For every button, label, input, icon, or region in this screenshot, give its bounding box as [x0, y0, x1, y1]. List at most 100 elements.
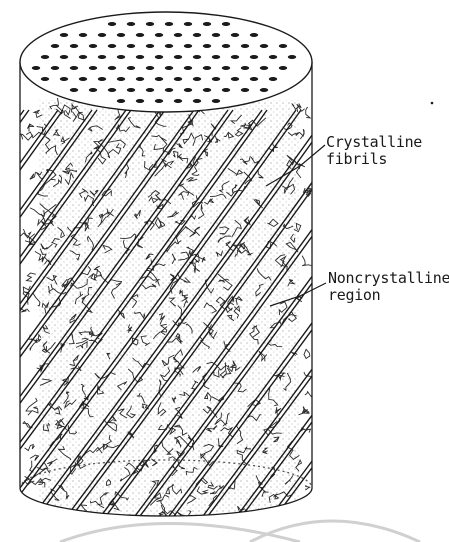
surface-hole — [127, 22, 135, 26]
crystalline-fibrils-label-line2: fibrils — [326, 150, 387, 168]
surface-hole — [165, 22, 173, 26]
matrix-squiggle — [299, 129, 304, 139]
surface-hole — [203, 88, 211, 92]
background-wave-marks — [60, 521, 420, 542]
cylinder-top-face — [20, 12, 312, 112]
surface-hole — [212, 33, 220, 37]
surface-hole — [165, 88, 173, 92]
surface-hole — [70, 88, 78, 92]
surface-hole — [60, 55, 68, 59]
surface-hole — [146, 22, 154, 26]
surface-hole — [127, 88, 135, 92]
surface-hole — [250, 55, 258, 59]
matrix-squiggle — [304, 349, 310, 358]
surface-hole — [146, 88, 154, 92]
surface-hole — [32, 66, 40, 70]
surface-hole — [184, 66, 192, 70]
matrix-squiggle — [25, 445, 35, 451]
surface-hole — [250, 77, 258, 81]
surface-hole — [174, 77, 182, 81]
surface-hole — [269, 55, 277, 59]
surface-hole — [222, 66, 230, 70]
noncrystalline-region-label: Noncrystalline region — [328, 270, 449, 304]
surface-hole — [136, 33, 144, 37]
surface-hole — [136, 99, 144, 103]
surface-hole — [117, 99, 125, 103]
surface-hole — [41, 55, 49, 59]
surface-hole — [155, 99, 163, 103]
surface-hole — [155, 55, 163, 59]
surface-hole — [174, 33, 182, 37]
surface-hole — [70, 66, 78, 70]
surface-hole — [203, 22, 211, 26]
surface-hole — [60, 77, 68, 81]
surface-hole — [165, 44, 173, 48]
surface-hole — [98, 77, 106, 81]
surface-hole — [108, 66, 116, 70]
surface-hole — [212, 99, 220, 103]
surface-hole — [231, 77, 239, 81]
surface-hole — [260, 66, 268, 70]
surface-hole — [79, 33, 87, 37]
surface-hole — [231, 33, 239, 37]
surface-hole — [184, 44, 192, 48]
crystalline-fibril — [302, 110, 449, 520]
surface-hole — [250, 33, 258, 37]
surface-hole — [79, 77, 87, 81]
surface-hole — [70, 44, 78, 48]
surface-hole — [203, 66, 211, 70]
surface-hole — [51, 44, 59, 48]
surface-hole — [269, 77, 277, 81]
surface-hole — [117, 77, 125, 81]
surface-hole — [288, 55, 296, 59]
surface-hole — [222, 22, 230, 26]
matrix-squiggle — [27, 124, 34, 132]
surface-hole — [89, 88, 97, 92]
surface-hole — [108, 22, 116, 26]
surface-hole — [60, 33, 68, 37]
surface-hole — [127, 66, 135, 70]
surface-hole — [193, 33, 201, 37]
surface-hole — [212, 77, 220, 81]
surface-hole — [222, 88, 230, 92]
surface-hole — [98, 33, 106, 37]
crystalline-fibrils-label-line1: Crystalline — [326, 133, 422, 151]
surface-hole — [89, 66, 97, 70]
surface-hole — [222, 44, 230, 48]
surface-hole — [231, 55, 239, 59]
surface-hole — [193, 99, 201, 103]
surface-hole — [136, 55, 144, 59]
surface-hole — [193, 77, 201, 81]
surface-hole — [279, 66, 287, 70]
surface-hole — [155, 77, 163, 81]
surface-hole — [136, 77, 144, 81]
surface-hole — [241, 88, 249, 92]
surface-hole — [98, 55, 106, 59]
crystalline-fibrils-label: Crystalline fibrils — [326, 134, 422, 168]
matrix-squiggle — [306, 485, 311, 490]
surface-hole — [51, 66, 59, 70]
matrix-squiggle — [17, 233, 31, 242]
surface-hole — [241, 66, 249, 70]
surface-hole — [89, 44, 97, 48]
surface-hole — [203, 44, 211, 48]
matrix-squiggle — [26, 398, 37, 411]
matrix-squiggle — [306, 108, 310, 118]
surface-hole — [193, 55, 201, 59]
surface-hole — [127, 44, 135, 48]
surface-hole — [155, 33, 163, 37]
crystalline-fibril — [0, 110, 29, 520]
surface-hole — [184, 88, 192, 92]
surface-hole — [79, 55, 87, 59]
crystalline-fibril — [307, 110, 449, 520]
surface-hole — [117, 55, 125, 59]
surface-hole — [146, 44, 154, 48]
surface-hole — [41, 77, 49, 81]
matrix-squiggle — [27, 273, 36, 281]
surface-hole — [165, 66, 173, 70]
surface-hole — [212, 55, 220, 59]
surface-hole — [184, 22, 192, 26]
matrix-squiggle — [30, 455, 38, 461]
surface-hole — [108, 88, 116, 92]
noncrystalline-region-label-line1: Noncrystalline — [328, 269, 449, 287]
